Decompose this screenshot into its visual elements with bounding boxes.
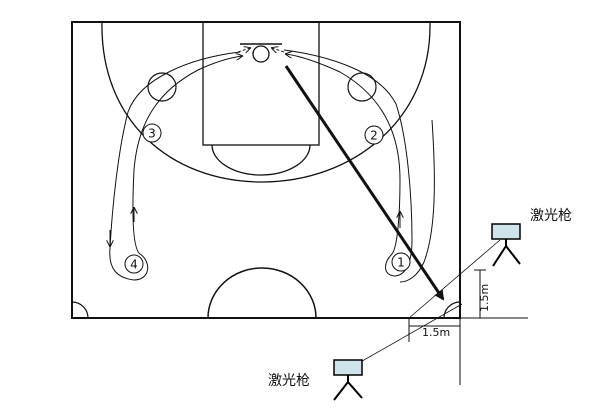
laser-device-top [491, 223, 521, 267]
marker-2-label: 2 [370, 129, 378, 143]
measurements [349, 239, 528, 385]
free-throw-semicircle [211, 144, 311, 176]
laser-label-bottom: 激光枪 [268, 372, 310, 389]
court [71, 21, 461, 319]
marker-4: 4 [124, 254, 144, 274]
player-markers: 1 2 3 4 [124, 123, 411, 274]
movement-paths [109, 48, 435, 283]
three-point-arc [101, 21, 431, 183]
laser-beam-bottom [349, 303, 463, 369]
laser-device-top-body [491, 223, 521, 240]
path-left-outer [109, 51, 242, 281]
laser-label-top: 激光枪 [530, 207, 572, 224]
laser-beam-top [408, 239, 501, 319]
center-circle-half [207, 267, 317, 319]
corner-arc-left [71, 301, 89, 319]
marker-3: 3 [142, 123, 162, 143]
path-dash-right [272, 48, 285, 52]
free-throw-lane [202, 21, 320, 146]
circle-right-wing [347, 72, 377, 102]
dim-horizontal-label: 1.5m [422, 326, 450, 339]
marker-1-label: 1 [397, 256, 405, 270]
corner-arc-right [443, 301, 461, 319]
dim-vertical-label: 1.5m [478, 284, 491, 312]
basket-rim [252, 45, 270, 63]
laser-device-bottom [333, 359, 363, 401]
path-dash-left [237, 48, 250, 52]
marker-4-label: 4 [130, 258, 138, 272]
laser-device-bottom-body [333, 359, 363, 376]
path-right-outer-line [399, 119, 435, 283]
marker-1: 1 [391, 252, 411, 272]
marker-2: 2 [364, 125, 384, 145]
marker-3-label: 3 [148, 127, 156, 141]
long-arrow [284, 65, 445, 301]
circle-left-wing [147, 72, 177, 102]
path-right-outer [283, 49, 413, 277]
